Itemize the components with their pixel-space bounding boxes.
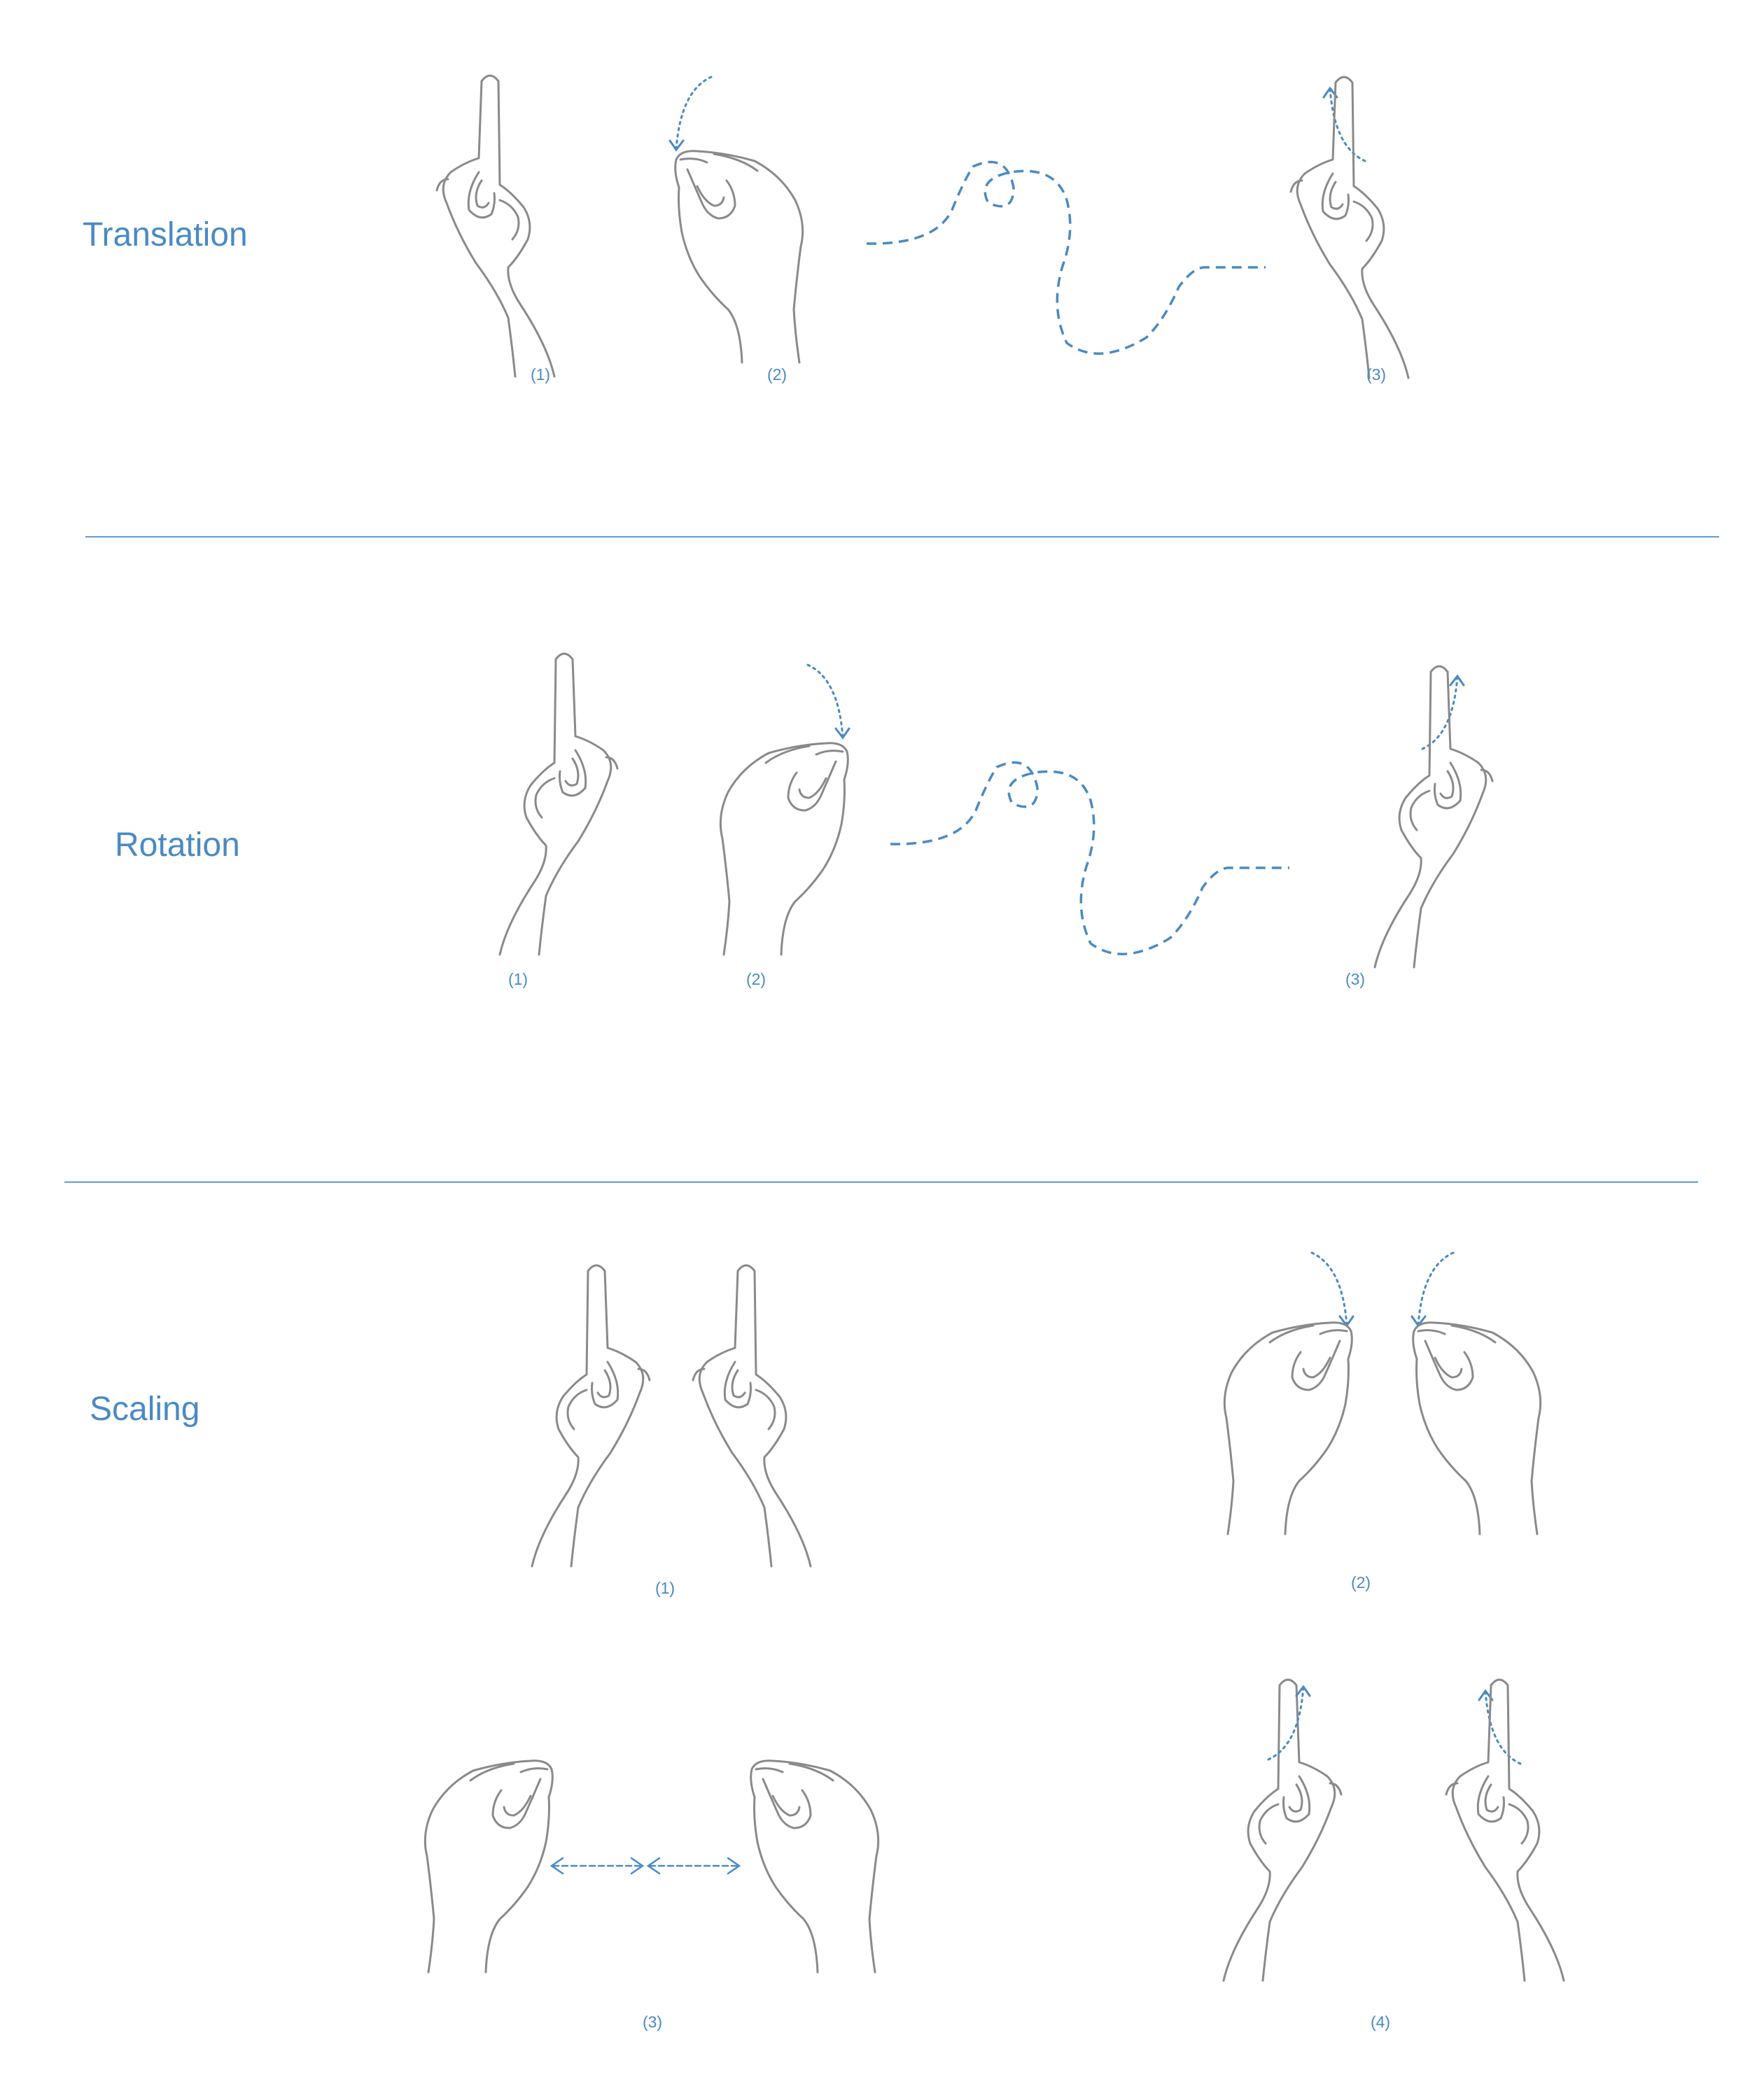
scaling-step-3-illustration	[424, 1759, 880, 1974]
pinch-hand-icon	[750, 1759, 880, 1974]
pointing-hand-icon	[1373, 665, 1494, 969]
scaling-title: Scaling	[90, 1391, 200, 1428]
dotted-arrow-icon	[1322, 87, 1366, 162]
dotted-arrow-icon	[668, 76, 713, 151]
translation-title: Translation	[83, 216, 248, 253]
step-label: (3)	[642, 2013, 663, 2031]
scaling-step-4-illustration	[1222, 1678, 1565, 1982]
scaling-step-2-illustration	[1223, 1251, 1542, 1536]
section-divider	[85, 536, 1719, 537]
rotation-illustration	[498, 652, 1494, 969]
translation-illustration	[435, 74, 1410, 379]
step-label: (3)	[1366, 365, 1387, 384]
pinch-hand-icon	[424, 1759, 554, 1974]
step-label: (2)	[746, 970, 766, 988]
double-arrow-icon	[550, 1857, 644, 1875]
pinch-hand-icon	[674, 150, 804, 364]
pointing-hand-icon	[531, 1264, 651, 1568]
dotted-arrow-icon	[1421, 675, 1465, 750]
pinch-hand-icon	[1223, 1321, 1353, 1536]
step-label: (2)	[766, 365, 788, 384]
pointing-hand-icon	[692, 1264, 812, 1568]
rotation-title: Rotation	[115, 827, 240, 864]
dotted-arrow-icon	[806, 663, 850, 739]
pointing-hand-icon	[1222, 1678, 1343, 1982]
dotted-arrow-icon	[1478, 1689, 1522, 1765]
section-divider	[64, 1181, 1698, 1183]
step-label: (1)	[654, 1579, 676, 1597]
double-arrow-icon	[647, 1857, 741, 1875]
step-label: (1)	[530, 365, 551, 384]
step-label: (4)	[1370, 2013, 1391, 2031]
step-label: (2)	[1350, 1573, 1371, 1591]
dotted-arrow-icon	[1310, 1251, 1354, 1327]
scaling-step-1-illustration	[531, 1264, 812, 1568]
pinch-hand-icon	[719, 742, 849, 956]
dotted-arrow-icon	[1267, 1685, 1311, 1761]
step-label: (3)	[1345, 970, 1366, 988]
dashed-path-icon	[890, 761, 1289, 955]
step-label: (1)	[507, 970, 528, 988]
dotted-arrow-icon	[1410, 1251, 1455, 1327]
pointing-hand-icon	[498, 652, 619, 956]
pointing-hand-icon	[1289, 76, 1410, 379]
pinch-hand-icon	[1412, 1321, 1542, 1536]
pointing-hand-icon	[1445, 1678, 1565, 1982]
pointing-hand-icon	[435, 74, 556, 378]
dashed-path-icon	[866, 160, 1266, 355]
